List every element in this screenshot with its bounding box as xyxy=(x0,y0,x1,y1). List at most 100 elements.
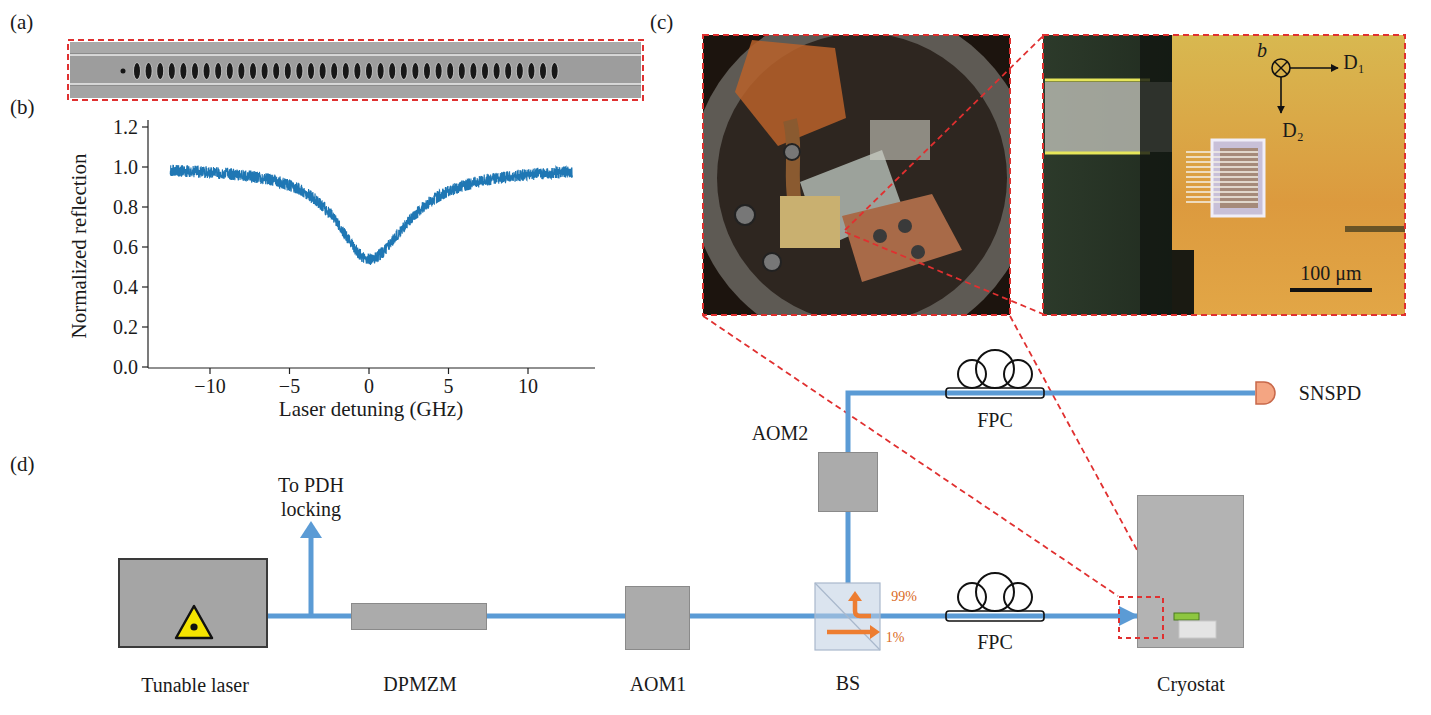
nanobeam xyxy=(1186,196,1258,197)
zoom-line xyxy=(703,36,1162,596)
photonic-crystal-hole xyxy=(435,63,442,80)
polarization-controller: FPC xyxy=(945,568,1045,622)
photonic-crystal-hole xyxy=(296,63,303,80)
photonic-crystal-hole xyxy=(157,63,164,80)
scale-label: 100 μm xyxy=(1300,261,1361,285)
axis-tick xyxy=(142,166,148,167)
aom-box-drawing xyxy=(819,453,879,513)
cryostat-photo xyxy=(842,194,962,282)
sem-image xyxy=(70,54,641,56)
component-label: AOM2 xyxy=(752,421,809,445)
laser-box-drawing xyxy=(190,623,197,630)
chart-axis xyxy=(142,120,595,374)
axis-tick xyxy=(448,368,449,374)
cryostat-photo xyxy=(703,35,1010,315)
axis-tick xyxy=(368,368,369,374)
photonic-crystal-hole xyxy=(505,63,512,80)
photonic-crystal-hole xyxy=(308,63,315,80)
component-label: FPC xyxy=(977,630,1013,654)
panel-letter: (a) xyxy=(10,10,33,35)
zoom-line xyxy=(703,316,1118,596)
photonic-crystal-hole xyxy=(284,63,291,80)
optical-fiber xyxy=(848,393,945,452)
optical-fiber xyxy=(1045,614,1137,619)
tick-label: 0.2 xyxy=(113,315,138,339)
nanobeam xyxy=(1186,166,1258,167)
laser-box-drawing xyxy=(120,560,270,650)
beam-splitter-drawing xyxy=(870,625,880,639)
device-micrograph xyxy=(1172,250,1194,315)
photonic-crystal-hole xyxy=(412,63,419,80)
cryostat-box-drawing xyxy=(1119,597,1163,638)
detector-symbol: SNSPD xyxy=(1255,381,1277,405)
tick-label: −5 xyxy=(279,374,300,398)
photonic-crystal-hole xyxy=(458,63,465,80)
photonic-crystal-hole xyxy=(121,63,559,80)
cryostat-photo xyxy=(873,229,887,243)
zoom-line xyxy=(845,232,1043,314)
polarization-controller-drawing xyxy=(1004,360,1032,388)
photonic-crystal-hole xyxy=(366,63,373,80)
photonic-crystal-hole xyxy=(203,63,210,80)
optical-fiber xyxy=(268,614,351,619)
axis-tick xyxy=(142,326,148,327)
component-label: BS xyxy=(836,671,860,695)
component-label: Tunable laser xyxy=(141,673,249,697)
tick-label: −10 xyxy=(194,374,225,398)
sem-image xyxy=(70,83,641,85)
axis-tick xyxy=(289,368,290,374)
device-micrograph xyxy=(1045,152,1150,155)
cryostat-photo xyxy=(735,205,755,225)
nanobeam xyxy=(1186,181,1258,182)
tick-label: 5 xyxy=(444,374,454,398)
axis-tick xyxy=(527,368,528,374)
nanobeam xyxy=(1186,201,1258,202)
beam-splitter-drawing xyxy=(815,583,880,650)
nanobeam xyxy=(1186,156,1258,157)
crystal-axes xyxy=(1280,77,1282,113)
nanobeam xyxy=(1186,186,1258,187)
tick-label: 0.4 xyxy=(113,275,138,299)
data-curve xyxy=(170,165,572,265)
component-label: Cryostat xyxy=(1157,672,1225,696)
component-label: SNSPD xyxy=(1299,381,1361,405)
tick-label: 0 xyxy=(364,374,374,398)
crystal-axes xyxy=(1275,62,1287,74)
photonic-crystal-hole xyxy=(273,63,280,80)
photonic-crystal-hole xyxy=(261,63,268,80)
photonic-crystal-hole xyxy=(238,63,245,80)
cryostat-photo xyxy=(870,120,930,160)
nanobeam xyxy=(1186,176,1258,177)
photonic-crystal-hole xyxy=(121,69,126,74)
sem-image xyxy=(70,86,641,98)
photonic-crystal-hole xyxy=(180,63,187,80)
cryostat-photo xyxy=(703,35,1010,315)
polarization-controller: FPC xyxy=(945,345,1045,399)
polarization-controller-drawing xyxy=(1004,583,1032,611)
axis-title: Normalized reflection xyxy=(67,154,92,339)
crystal-axes xyxy=(1272,59,1290,77)
tick-label: 1.2 xyxy=(113,115,138,139)
polarization-controller-drawing xyxy=(945,345,1045,399)
optical-fiber xyxy=(487,614,625,619)
laser-box: Tunable laser xyxy=(118,558,268,648)
crystal-axes xyxy=(1272,59,1338,113)
chart-axis xyxy=(147,120,148,368)
cryostat-photo xyxy=(780,196,840,248)
device-micrograph xyxy=(1043,35,1405,315)
optical-fiber xyxy=(1045,391,1255,396)
beam-splitter: BS xyxy=(815,583,880,650)
beam-splitter-drawing xyxy=(827,630,871,635)
tick-label: 10 xyxy=(518,374,538,398)
nanobeam xyxy=(1186,191,1258,192)
pdh-branch xyxy=(300,521,322,616)
pdh-branch xyxy=(309,536,314,616)
device-micrograph xyxy=(1172,35,1405,315)
crystal-axes xyxy=(1290,67,1338,69)
tick-label: 1.0 xyxy=(113,155,138,179)
pdh-branch xyxy=(300,521,322,538)
axis-title: Laser detuning (GHz) xyxy=(279,397,463,422)
device-micrograph xyxy=(1345,226,1405,232)
tick-label: 0.0 xyxy=(113,355,138,379)
cryostat-photo xyxy=(784,144,800,160)
